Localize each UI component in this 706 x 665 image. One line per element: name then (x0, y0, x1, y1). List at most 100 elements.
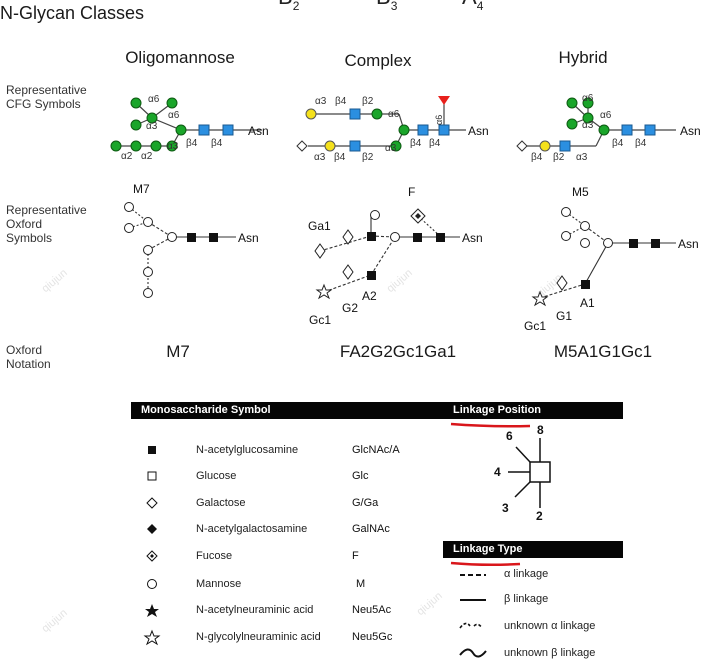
mannose-icon (582, 97, 594, 109)
linkage-type-label: unknown β linkage (504, 647, 596, 659)
linkage-label: α3 (314, 152, 326, 163)
mannose-icon (143, 245, 153, 255)
legend-item-abbr: Neu5Gc (352, 631, 393, 643)
glcnac-icon (367, 271, 376, 280)
mannose-icon (143, 217, 153, 227)
linkage-label: β2 (553, 152, 565, 163)
dotted-diamond-icon-dot (150, 554, 154, 558)
mannose-icon (150, 140, 162, 152)
legend-item-name: N-glycolylneuraminic acid (196, 631, 321, 643)
open-square-icon (147, 471, 157, 481)
glcnac-icon (349, 108, 361, 120)
linkage-label: α3 (576, 152, 588, 163)
galactose-icon (342, 264, 354, 280)
linkage-position-number: 8 (537, 423, 544, 437)
galactose-icon (314, 243, 326, 259)
oligo-mannose-circles (110, 97, 187, 152)
mannose-icon (166, 140, 178, 152)
legend-item-abbr: Glc (352, 470, 369, 482)
open-diamond-icon (146, 497, 158, 509)
mannose-icon (390, 232, 400, 242)
glcnac-icon (559, 140, 571, 152)
oxford-label: G2 (342, 301, 358, 315)
legend-item-name: Glucose (196, 470, 237, 482)
legend-header-linkage-type: Linkage Type (443, 541, 623, 558)
asn-label: Asn (468, 124, 489, 138)
mannose-icon (582, 112, 594, 124)
top-cut-label-a4: A4 (462, 0, 484, 13)
mannose-icon (167, 232, 177, 242)
legend-item-name: Mannose (196, 578, 242, 590)
fucose-icon-dot (415, 213, 421, 219)
legend-item-name: Galactose (196, 497, 246, 509)
mannose-icon (124, 223, 134, 233)
mannose-icon (561, 207, 571, 217)
glcnac-icon (438, 124, 450, 136)
legend-item-abbr: F (352, 550, 359, 562)
glcnac-icon (629, 239, 638, 248)
linkage-label: β4 (410, 138, 422, 149)
mannose-icon (580, 221, 590, 231)
legend-item-abbr: G/Ga (352, 497, 379, 509)
linkage-label: α3 (315, 96, 327, 107)
linkage-position-number: 4 (494, 465, 501, 479)
mannose-icon (561, 231, 571, 241)
linkage-type-label: unknown α linkage (504, 620, 596, 632)
glcnac-icon (581, 280, 590, 289)
glcnac-icon (644, 124, 656, 136)
mannose-icon (398, 124, 410, 136)
linkage-label: β4 (335, 96, 347, 107)
glcnac-icon (349, 140, 361, 152)
top-cut-label-b3: B3 (376, 0, 398, 13)
oxford-label: F (408, 185, 415, 199)
legend-header-linkage-position: Linkage Position (443, 402, 623, 419)
linkage-label: α6 (148, 94, 160, 105)
linkage-position-number: 3 (502, 501, 509, 515)
linkage-label: β4 (612, 138, 624, 149)
linkage-label: α3 (167, 141, 179, 152)
linkage-type-label: β linkage (504, 593, 549, 605)
glcnac-icon (621, 124, 633, 136)
red-underline (450, 422, 531, 428)
wavy-line-icon (459, 648, 487, 658)
glcnac-icon (417, 124, 429, 136)
mannose-icon (143, 288, 153, 298)
oxford-label: Gc1 (524, 319, 546, 333)
glcnac-icon (187, 233, 196, 242)
legend-item-name: N-acetylglucosamine (196, 444, 299, 456)
linkage-label: α3 (385, 143, 397, 154)
linkage-label: β4 (635, 138, 647, 149)
linkage-label: α6 (434, 115, 444, 125)
glcnac-icon (413, 233, 422, 242)
mannose-icon (124, 202, 134, 212)
galactose-icon (342, 229, 354, 245)
mannose-icon (130, 140, 142, 152)
oxford-label: Ga1 (308, 219, 331, 233)
linkage-label: α2 (141, 151, 153, 162)
glcnac-icon (222, 124, 234, 136)
oxford-label: A2 (362, 289, 377, 303)
mannose-icon (371, 108, 383, 120)
linkage-label: α6 (582, 93, 594, 104)
linkage-label: α6 (600, 110, 612, 121)
page-title: N-Glycan Classes (0, 3, 145, 23)
neu5gc-star-icon (315, 283, 333, 300)
mannose-icon (370, 210, 380, 220)
linkage-position-number: 2 (536, 509, 543, 523)
linkage-position-number: 6 (506, 429, 513, 443)
unknown-alpha-line-icon (459, 622, 483, 629)
galactose-icon (324, 140, 336, 152)
mannose-icon (390, 140, 402, 152)
fucose-triangle-icon (438, 96, 450, 105)
mannose-icon (566, 118, 578, 130)
linkage-label: β2 (362, 152, 374, 163)
glcnac-icon (209, 233, 218, 242)
linkage-position-square (529, 461, 551, 483)
red-underline (450, 561, 521, 567)
mannose-icon (175, 124, 187, 136)
mannose-icon (130, 119, 142, 131)
linkage-label: α6 (168, 110, 180, 121)
